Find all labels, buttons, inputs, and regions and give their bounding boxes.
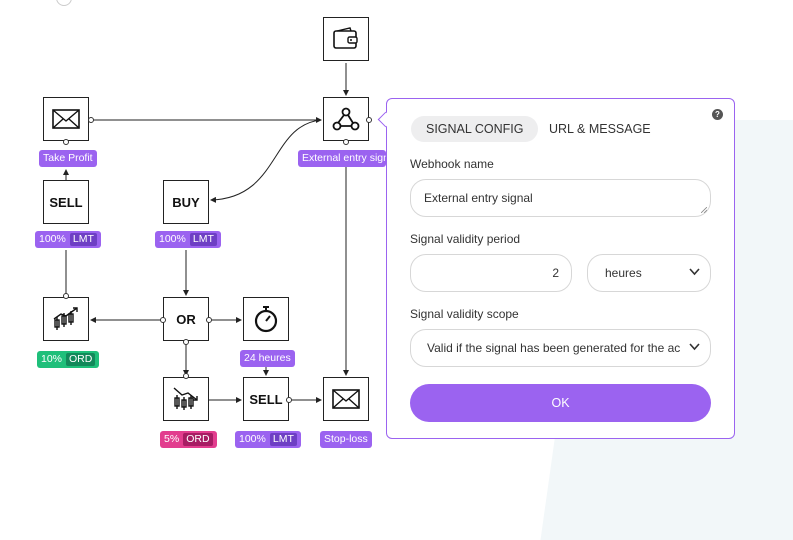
wallet-icon: [333, 27, 358, 49]
validity-scope-label: Signal validity scope: [410, 307, 519, 321]
chart-down-icon: [173, 387, 198, 410]
connector-dot[interactable]: [63, 139, 69, 145]
chart-down-order-badge: 5% ORD: [160, 431, 217, 448]
validity-period-value: 2: [552, 266, 559, 280]
chart-up-node[interactable]: [43, 297, 89, 341]
chevron-down-icon: [689, 343, 700, 351]
ok-button[interactable]: OK: [410, 384, 711, 422]
validity-unit-select[interactable]: heures: [587, 254, 711, 292]
connector-dot[interactable]: [183, 373, 189, 379]
badge-text: 24 heures: [244, 352, 291, 364]
chart-down-node[interactable]: [163, 377, 209, 421]
validity-scope-select[interactable]: Valid if the signal has been generated f…: [410, 329, 711, 367]
connector-dot[interactable]: [88, 117, 94, 123]
webhook-icon: [332, 107, 360, 131]
connector-dot[interactable]: [206, 317, 212, 323]
connector-dot[interactable]: [286, 397, 292, 403]
or-label: OR: [176, 311, 196, 327]
wallet-node[interactable]: [323, 17, 369, 61]
buy-node[interactable]: BUY: [163, 180, 209, 224]
help-icon[interactable]: ?: [712, 109, 723, 120]
chevron-down-icon: [689, 268, 700, 276]
take-profit-badge: Take Profit: [39, 150, 97, 167]
badge-percent: 10%: [41, 353, 63, 365]
validity-period-label: Signal validity period: [410, 232, 521, 246]
timer-icon: [254, 306, 278, 333]
badge-order-type: LMT: [269, 433, 297, 446]
sell-left-label: SELL: [49, 194, 83, 210]
envelope-icon: [52, 109, 80, 129]
connector-dot[interactable]: [343, 139, 349, 145]
external-entry-badge: External entry sign: [298, 150, 386, 167]
badge-percent: 5%: [164, 433, 180, 445]
webhook-name-value: External entry signal: [424, 191, 533, 205]
webhook-name-field[interactable]: External entry signal: [410, 179, 711, 217]
stop-loss-badge: Stop-loss: [320, 431, 372, 448]
timer-node[interactable]: [243, 297, 289, 341]
connector-dot[interactable]: [63, 293, 69, 299]
take-profit-node[interactable]: [43, 97, 89, 141]
stop-loss-node[interactable]: [323, 377, 369, 421]
connector-dot[interactable]: [160, 317, 166, 323]
badge-order-type: LMT: [69, 233, 97, 246]
badge-percent: 100%: [159, 233, 186, 245]
chart-up-icon: [53, 307, 78, 330]
badge-order-type: LMT: [189, 233, 217, 246]
sell-left-order-badge: 100% LMT: [35, 231, 101, 248]
validity-period-input[interactable]: 2: [410, 254, 572, 292]
badge-text: Stop-loss: [324, 433, 368, 445]
buy-order-badge: 100% LMT: [155, 231, 221, 248]
badge-text: Take Profit: [43, 152, 93, 164]
validity-scope-value: Valid if the signal has been generated f…: [427, 341, 681, 355]
badge-order-type: ORD: [66, 353, 96, 366]
sell-left-node[interactable]: SELL: [43, 180, 89, 224]
timer-badge: 24 heures: [240, 350, 295, 367]
tab-signal-config[interactable]: SIGNAL CONFIG: [411, 116, 539, 142]
chart-up-order-badge: 10% ORD: [37, 351, 100, 368]
connector-dot[interactable]: [366, 117, 372, 123]
resize-grip-icon[interactable]: [701, 207, 707, 213]
sell-bottom-node[interactable]: SELL: [243, 377, 289, 421]
connector-dot[interactable]: [183, 339, 189, 345]
webhook-name-label: Webhook name: [410, 157, 494, 171]
badge-order-type: ORD: [183, 433, 213, 446]
badge-text: External entry sign: [302, 152, 386, 164]
or-node[interactable]: OR: [163, 297, 209, 341]
validity-unit-value: heures: [605, 266, 642, 280]
tab-url-message[interactable]: URL & MESSAGE: [549, 122, 651, 136]
sell-bottom-order-badge: 100% LMT: [235, 431, 301, 448]
signal-config-panel: ? SIGNAL CONFIG URL & MESSAGE Webhook na…: [386, 98, 735, 439]
sell-bottom-label: SELL: [249, 391, 283, 407]
connector-lines: [63, 63, 349, 403]
badge-percent: 100%: [239, 433, 266, 445]
envelope-icon: [332, 389, 360, 409]
badge-percent: 100%: [39, 233, 66, 245]
webhook-node[interactable]: [323, 97, 369, 141]
buy-label: BUY: [172, 194, 200, 210]
